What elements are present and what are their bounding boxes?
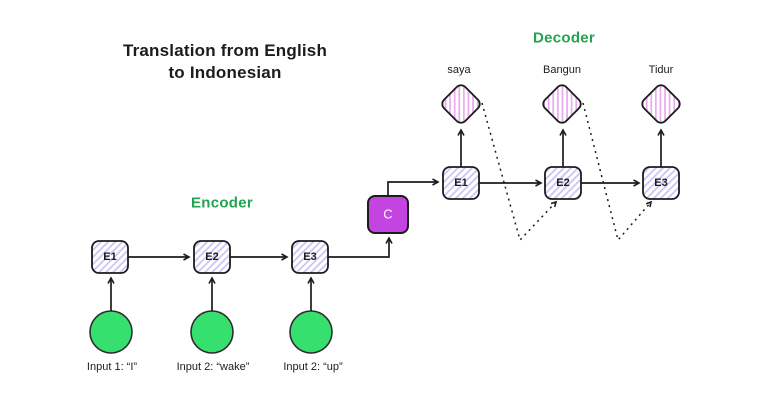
decoder-output-word-1: saya (447, 64, 471, 76)
encoder-unit-e3-label: E3 (303, 251, 317, 263)
encoder-chain-arrows (128, 238, 389, 257)
decoder-section-label: Decoder (532, 29, 596, 47)
context-to-decoder-arrow (387, 182, 438, 196)
decoder-to-output-arrows (461, 130, 661, 167)
output-feedback-dashed-arrows (481, 102, 651, 242)
decoder-output-node-3 (641, 84, 681, 124)
context-vector-label: C (383, 206, 393, 222)
encoder-unit-e3-box (291, 240, 329, 274)
decoder-unit-e1-label: E1 (454, 177, 468, 189)
diagram-title-line2: to Indonesian (168, 63, 282, 82)
encoder-unit-e1-label: E1 (103, 251, 117, 263)
diagram-title-line1: Translation from English (122, 41, 328, 60)
encoder-input-node-3 (289, 310, 333, 354)
encoder-input-node-1 (89, 310, 133, 354)
encoder-input-label-2: Input 2: “wake” (176, 361, 250, 373)
decoder-output-node-1 (441, 84, 481, 124)
encoder-unit-e2-label: E2 (205, 251, 219, 263)
decoder-output-word-2: Bangun (543, 64, 581, 76)
diagram-title: Translation from English to Indonesian (123, 40, 327, 84)
encoder-unit-e1-box (91, 240, 129, 274)
encoder-section-label: Encoder (190, 194, 254, 212)
decoder-unit-e2-label: E2 (556, 177, 570, 189)
decoder-output-node-2 (542, 84, 582, 124)
encoder-unit-e2-box (193, 240, 231, 274)
encoder-input-label-1: Input 1: “I” (86, 361, 138, 373)
encoder-input-label-3: Input 2: “up” (283, 361, 343, 373)
input-to-encoder-arrows (111, 278, 311, 311)
encoder-input-node-2 (190, 310, 234, 354)
decoder-output-word-3: Tidur (648, 64, 674, 76)
decoder-unit-e3-label: E3 (654, 177, 668, 189)
